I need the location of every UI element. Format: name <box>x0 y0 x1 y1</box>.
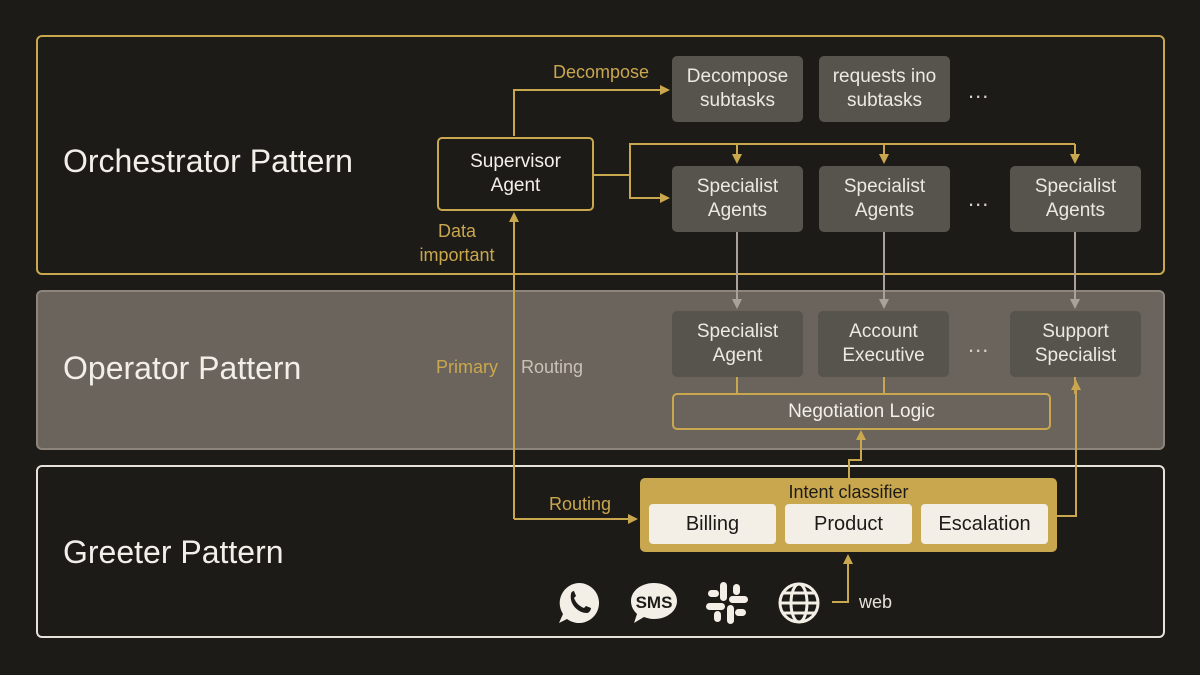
specialist-agent-box: Specialist Agent <box>672 311 803 377</box>
arrow-to-specialists <box>594 174 670 203</box>
slack-icon <box>706 582 748 624</box>
orchestrator-panel <box>36 35 1165 275</box>
primary-label: Primary <box>436 357 498 377</box>
globe-icon <box>778 582 820 624</box>
decompose-subtasks-box: Decompose subtasks <box>672 56 803 122</box>
arrow-to-negotiation <box>848 430 866 478</box>
intent-billing: Billing <box>649 504 776 544</box>
greeter-routing-label: Routing <box>549 494 612 514</box>
web-label: web <box>859 592 893 612</box>
whatsapp-icon <box>559 583 599 623</box>
greeter-panel <box>36 465 1165 638</box>
intent-classifier-title: Intent classifier <box>788 482 909 502</box>
data-important-label: Data important <box>419 221 495 265</box>
specialist-agents-box-3: Specialist Agents <box>1010 166 1141 232</box>
ellipsis-operator: ... <box>968 332 990 357</box>
greeter-title: Greeter Pattern <box>63 534 284 570</box>
negotiation-logic-box: Negotiation Logic <box>672 393 1051 430</box>
requests-subtasks-box: requests ino subtasks <box>819 56 950 122</box>
operator-title: Operator Pattern <box>63 350 302 386</box>
supervisor-agent-box: Supervisor Agent <box>437 137 594 211</box>
specialist-agents-box-2: Specialist Agents <box>819 166 950 232</box>
operator-routing-label: Routing <box>521 357 584 377</box>
decompose-label: Decompose <box>553 62 650 82</box>
support-specialist-box: Support Specialist <box>1010 311 1141 377</box>
operator-panel <box>36 290 1165 450</box>
intent-product: Product <box>785 504 912 544</box>
intent-escalation: Escalation <box>921 504 1048 544</box>
arrow-decompose <box>513 85 670 136</box>
account-executive-box: Account Executive <box>818 311 949 377</box>
arrow-web-input <box>832 554 853 603</box>
ellipsis-specialists: ... <box>968 186 990 211</box>
orchestrator-title: Orchestrator Pattern <box>63 143 353 179</box>
arrow-to-support <box>1057 380 1081 517</box>
specialist-agents-box-1: Specialist Agents <box>672 166 803 232</box>
sms-icon: SMS <box>631 583 677 623</box>
ellipsis-top: ... <box>968 78 990 103</box>
sms-icon-text: SMS <box>636 593 673 612</box>
line-specialist-bus <box>629 143 1075 175</box>
